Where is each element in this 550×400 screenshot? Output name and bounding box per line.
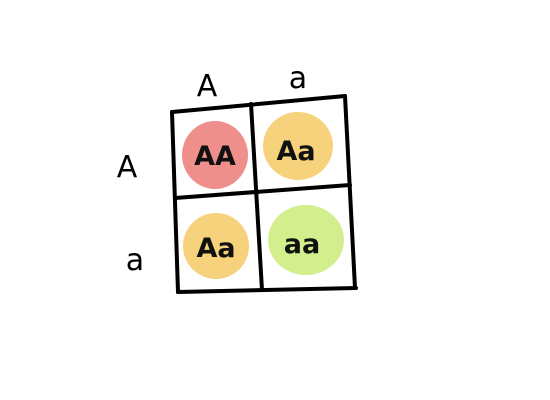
cell-top-right: Aa <box>263 112 333 180</box>
cell-bottom-left: Aa <box>183 213 249 279</box>
cell-blob-1 <box>182 121 248 189</box>
grid-outer-top <box>170 94 347 114</box>
row-header-1: A <box>117 150 138 185</box>
genotype-label-1: AA <box>194 141 236 172</box>
grid-outer-right <box>343 94 357 290</box>
col-header-1: A <box>197 69 218 104</box>
cell-top-left: AA <box>182 121 248 189</box>
punnett-grid <box>170 94 358 294</box>
genotype-label-3: Aa <box>196 233 235 264</box>
row-header-2: a <box>126 243 144 278</box>
cell-blob-2 <box>263 112 333 180</box>
grid-horizontal-divider <box>173 183 352 200</box>
col-header-2: a <box>289 61 307 96</box>
cell-blob-4 <box>268 205 344 275</box>
cell-blob-3 <box>183 213 249 279</box>
grid-vertical-divider <box>249 102 264 292</box>
grid-outer-bottom <box>176 286 358 294</box>
grid-outer-left <box>170 110 180 294</box>
genotype-label-4: aa <box>284 229 320 260</box>
genotype-label-2: Aa <box>276 136 315 167</box>
cell-bottom-right: aa <box>268 205 344 275</box>
